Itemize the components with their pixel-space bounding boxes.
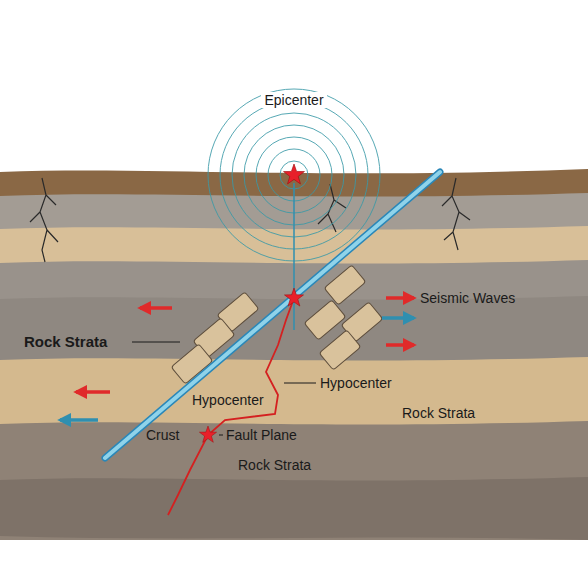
label-text: Fault Plane: [226, 427, 297, 443]
rock-block: [304, 300, 346, 340]
label-text: Epicenter: [261, 92, 326, 108]
epicenter-line: [293, 183, 295, 330]
fault-blocks: [171, 265, 383, 384]
stone-layer: [0, 477, 588, 540]
label-text: Hypocenter: [192, 392, 264, 408]
stone-layer: [0, 296, 588, 540]
topsoil-layer: [0, 169, 588, 540]
ground-crack: [30, 178, 58, 262]
wave-arrow: [386, 343, 414, 347]
wave-arrow: [382, 316, 414, 320]
leader-line: [219, 435, 223, 436]
wave-arrows: [60, 298, 414, 420]
label-text: Seismic Waves: [420, 290, 515, 306]
wave-arrow: [76, 390, 110, 394]
ground-crack: [442, 178, 470, 250]
label-text: Rock Strata: [24, 334, 107, 350]
rock-strata-layers: [0, 169, 588, 540]
rock-block: [319, 330, 361, 370]
leader-lines: [132, 342, 316, 435]
wave-arrow: [60, 418, 98, 422]
wave-arrow: [386, 296, 414, 300]
rock-block: [324, 265, 366, 305]
sand-layer: [0, 357, 588, 540]
rock-block: [171, 344, 213, 384]
hypocenter-star: [199, 426, 216, 442]
label-text: Rock Strata: [402, 405, 475, 421]
plumb-line: [293, 183, 295, 330]
label-text: Hypocenter: [320, 375, 392, 391]
wave-arrow: [140, 306, 172, 310]
stone-layer: [0, 260, 588, 540]
stone-layer: [0, 421, 588, 540]
label-text: Rock Strata: [238, 457, 311, 473]
leader-line: [132, 342, 180, 343]
rupture-crack: [168, 298, 294, 515]
label-text: Crust: [146, 427, 179, 443]
hypocenter-star: [284, 288, 303, 306]
epicenter-star: [284, 164, 305, 184]
leader-line: [284, 383, 316, 384]
